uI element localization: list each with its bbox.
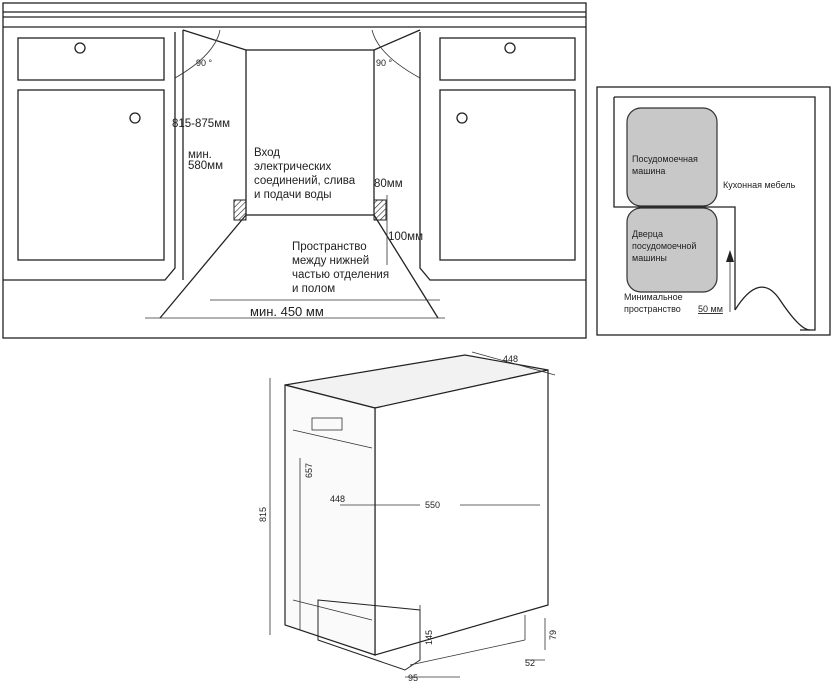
dim-80-label: 80мм (374, 178, 403, 190)
inlet-label: и подачи воды (254, 189, 332, 201)
min-space-value: 50 мм (698, 304, 723, 314)
right-drawer (439, 37, 576, 81)
furniture-label: Кухонная мебель (723, 180, 796, 190)
depth-label: 550 (425, 500, 440, 510)
clearance-diagram: Посудомоечная машина Дверца посудомоечно… (596, 86, 831, 336)
min-width-label: мин. 450 мм (250, 304, 324, 319)
niche-back-wall (245, 49, 375, 216)
inlet-label: Вход (254, 147, 280, 159)
niche-diagram: 90 ° 90 ° 815-875мм мин. 580мм Вход элек… (2, 2, 587, 339)
dim-100-label: 100мм (388, 231, 423, 243)
min-depth-label-2: 580мм (188, 160, 223, 172)
top-width-label: 448 (503, 354, 518, 364)
foot-height-label: 145 (424, 630, 434, 645)
door-box (626, 207, 718, 293)
floor-space-label: между нижней (292, 255, 369, 267)
height-label: 815 (258, 507, 268, 522)
left-cabinet-door (17, 89, 165, 261)
dishwasher-box (626, 107, 718, 207)
floor-space-label: частью отделения (292, 269, 389, 281)
inlet-label: электрических (254, 161, 332, 173)
plinth-depth-label: 52 (525, 658, 535, 668)
min-space-label: Минимальное (624, 292, 683, 302)
niche-frame (2, 2, 587, 339)
height-range-label: 815-875мм (172, 118, 230, 130)
angle-right-label: 90 ° (376, 58, 393, 68)
left-drawer-knob (74, 42, 86, 54)
door-label: машины (632, 253, 667, 263)
right-cabinet-door (439, 89, 576, 261)
floor-space-label: и полом (292, 283, 335, 295)
door-label: посудомоечной (632, 241, 696, 251)
front-panel (284, 384, 376, 656)
min-depth-label-1: мин. (188, 149, 212, 161)
floor-space-label: Пространство (292, 241, 367, 253)
dishwasher-label: машина (632, 166, 665, 176)
inlet-label: соединений, слива (254, 175, 356, 187)
dishwasher-label: Посудомоечная (632, 154, 698, 164)
panel-height-label: 657 (304, 463, 314, 478)
front-width-label: 448 (330, 494, 345, 504)
min-space-label: пространство (624, 304, 681, 314)
plinth-height-label: 79 (548, 630, 558, 640)
foot-offset-label: 95 (408, 673, 418, 683)
angle-left-label: 90 ° (196, 58, 213, 68)
side-panel (374, 369, 549, 656)
door-label: Дверца (632, 229, 663, 239)
appliance-dimensions-diagram: 448 448 550 815 657 145 79 95 52 (258, 351, 558, 683)
left-drawer (17, 37, 165, 81)
